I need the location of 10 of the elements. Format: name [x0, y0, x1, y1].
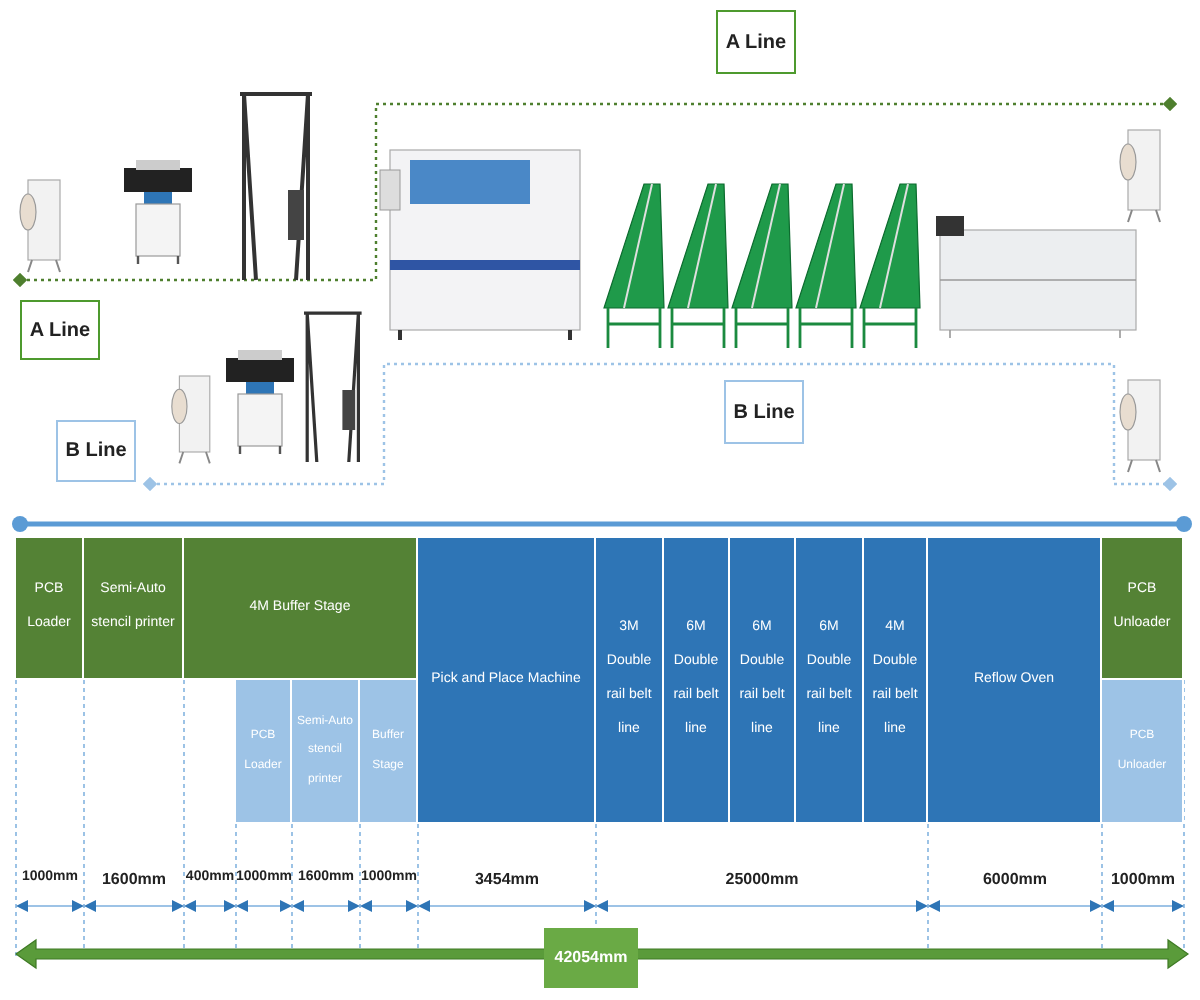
line-label-tag: A Line: [20, 300, 100, 360]
dimension-label: 6000mm: [980, 870, 1050, 888]
dimension-label: 1000mm: [1108, 870, 1178, 888]
line-label-tag: B Line: [724, 380, 804, 444]
dimension-label: 25000mm: [723, 870, 801, 888]
dimension-label: 1600mm: [99, 870, 169, 888]
line-label-tag: A Line: [716, 10, 796, 74]
dimension-label: 3454mm: [472, 870, 542, 888]
total-length-label: 42054mm: [544, 928, 638, 988]
line-label-tag: B Line: [56, 420, 136, 482]
